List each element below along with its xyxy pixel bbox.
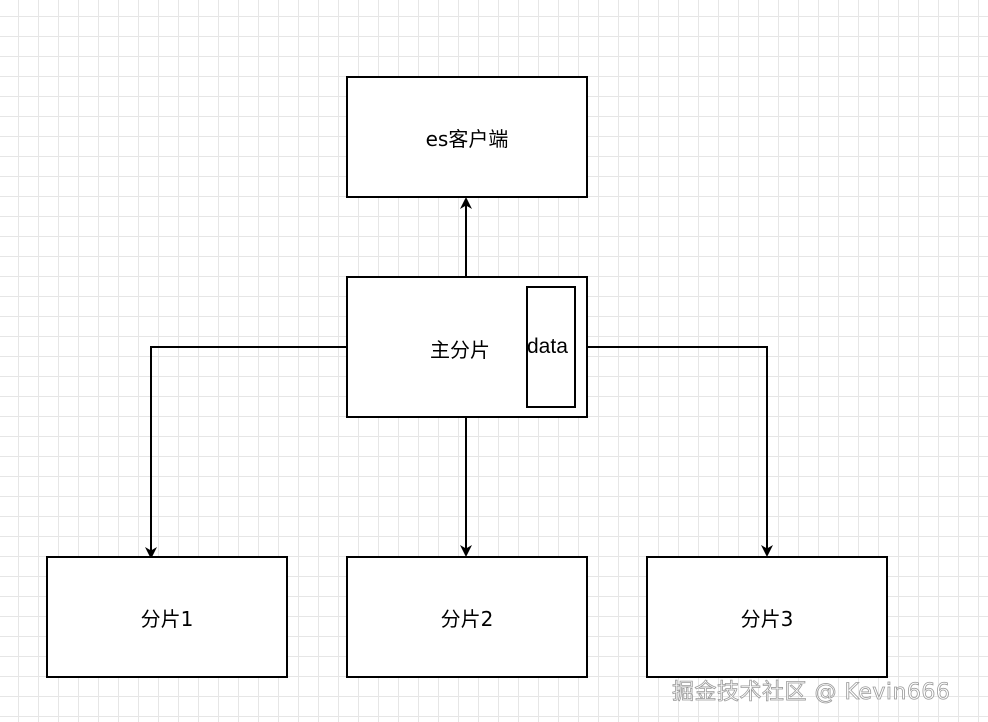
shard-1-label: 分片1	[140, 606, 194, 631]
shard-3-label: 分片3	[740, 606, 794, 631]
edge-primary-to-shard1	[145, 346, 346, 559]
edge-data-to-shard3	[576, 346, 773, 557]
shard-2-label: 分片2	[440, 606, 494, 631]
primary-shard-label: 主分片	[430, 338, 490, 362]
es-client-label: es客户端	[425, 126, 509, 151]
watermark-text: 掘金技术社区 @ Kevin666	[672, 680, 951, 706]
es-client-node[interactable]: es客户端	[346, 76, 588, 198]
shard-2-node[interactable]: 分片2	[346, 556, 588, 678]
shard-3-node[interactable]: 分片3	[646, 556, 888, 678]
data-box-label: data	[527, 335, 568, 358]
shard-1-node[interactable]: 分片1	[46, 556, 288, 678]
data-box[interactable]: data	[526, 286, 576, 408]
